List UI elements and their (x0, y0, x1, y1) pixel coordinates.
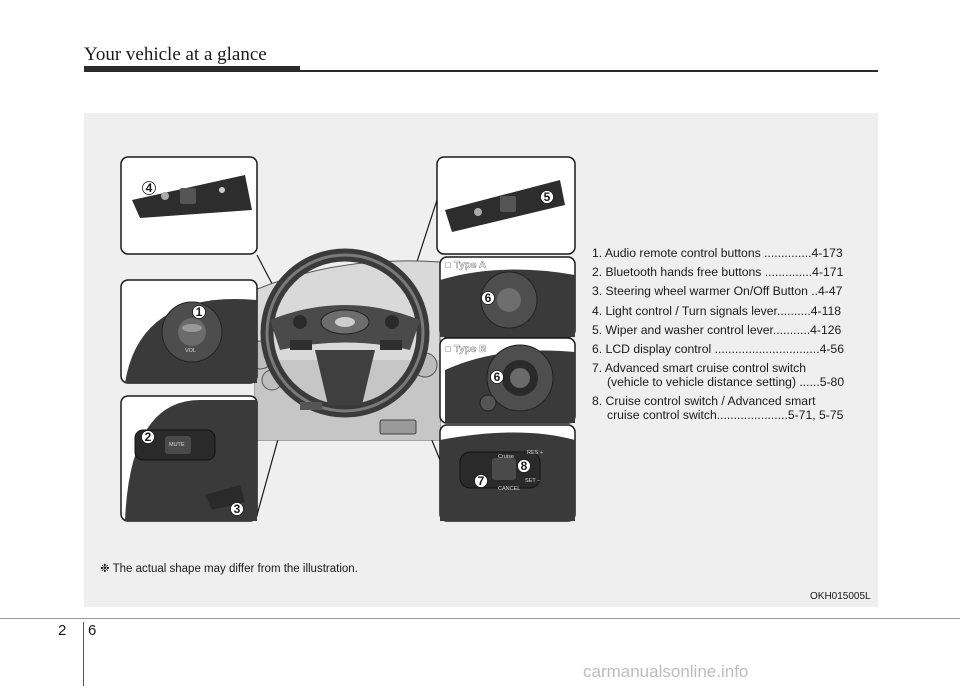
figure-code: OKH015005L (810, 591, 871, 602)
inset-bluetooth-buttons (120, 395, 258, 522)
inset-light-lever (120, 156, 258, 255)
legend-item-8: 8. Cruise control switch / Advanced smar… (592, 394, 882, 422)
section-number: 2 (58, 622, 67, 639)
page-number-divider (83, 622, 84, 686)
cruise-label: Cruise (498, 454, 514, 460)
footer-rule (0, 618, 960, 619)
set-label: SET − (525, 478, 540, 484)
legend-list: 1. Audio remote control buttons ........… (592, 246, 882, 428)
inset-lcd-type-a (439, 256, 576, 338)
vol-label: VOL (185, 348, 196, 354)
dashboard-illustration (245, 248, 441, 441)
callout-1: 1 (196, 305, 203, 319)
legend-item-6: 6. LCD display control .................… (592, 341, 844, 356)
legend-item-7: 7. Advanced smart cruise control switch … (592, 361, 882, 389)
illustration-footnote: ❉ The actual shape may differ from the i… (100, 563, 358, 575)
callout-6-type-b: 6 (494, 370, 501, 384)
inset-audio-buttons (120, 279, 258, 384)
legend-item-4: 4. Light control / Turn signals lever...… (592, 303, 842, 318)
legend-item-8-continued: cruise control switch...................… (607, 408, 844, 423)
header-rule-thin (300, 70, 878, 72)
cancel-label: CANCEL (498, 486, 520, 492)
legend-item-1: 1. Audio remote control buttons ........… (592, 246, 843, 260)
header-rule-thick (84, 66, 300, 72)
watermark-text: carmanualsonline.info (583, 662, 749, 681)
inset-cruise-buttons (439, 424, 576, 522)
type-a-label: ■ Type A (445, 260, 486, 271)
callout-5: 5 (544, 190, 551, 204)
res-label: RES + (527, 450, 543, 456)
callout-8: 8 (521, 459, 528, 473)
type-b-label: ■ Type B (445, 344, 486, 355)
page-header-title: Your vehicle at a glance (84, 44, 267, 65)
mute-label: MUTE (169, 442, 185, 448)
legend-item-2: 2. Bluetooth hands free buttons ........… (592, 265, 844, 280)
page-number: 6 (88, 622, 97, 639)
callout-6-type-a: 6 (485, 291, 492, 305)
legend-item-7-continued: (vehicle to vehicle distance setting) ..… (607, 375, 845, 390)
inset-lcd-type-b (439, 337, 576, 424)
callout-7: 7 (478, 474, 485, 488)
legend-item-5: 5. Wiper and washer control lever.......… (592, 322, 842, 337)
legend-item-3: 3. Steering wheel warmer On/Off Button .… (592, 284, 843, 299)
callout-4: 4 (146, 181, 153, 195)
callout-2: 2 (145, 430, 152, 444)
callout-3: 3 (234, 502, 241, 516)
inset-wiper-lever (436, 156, 576, 255)
